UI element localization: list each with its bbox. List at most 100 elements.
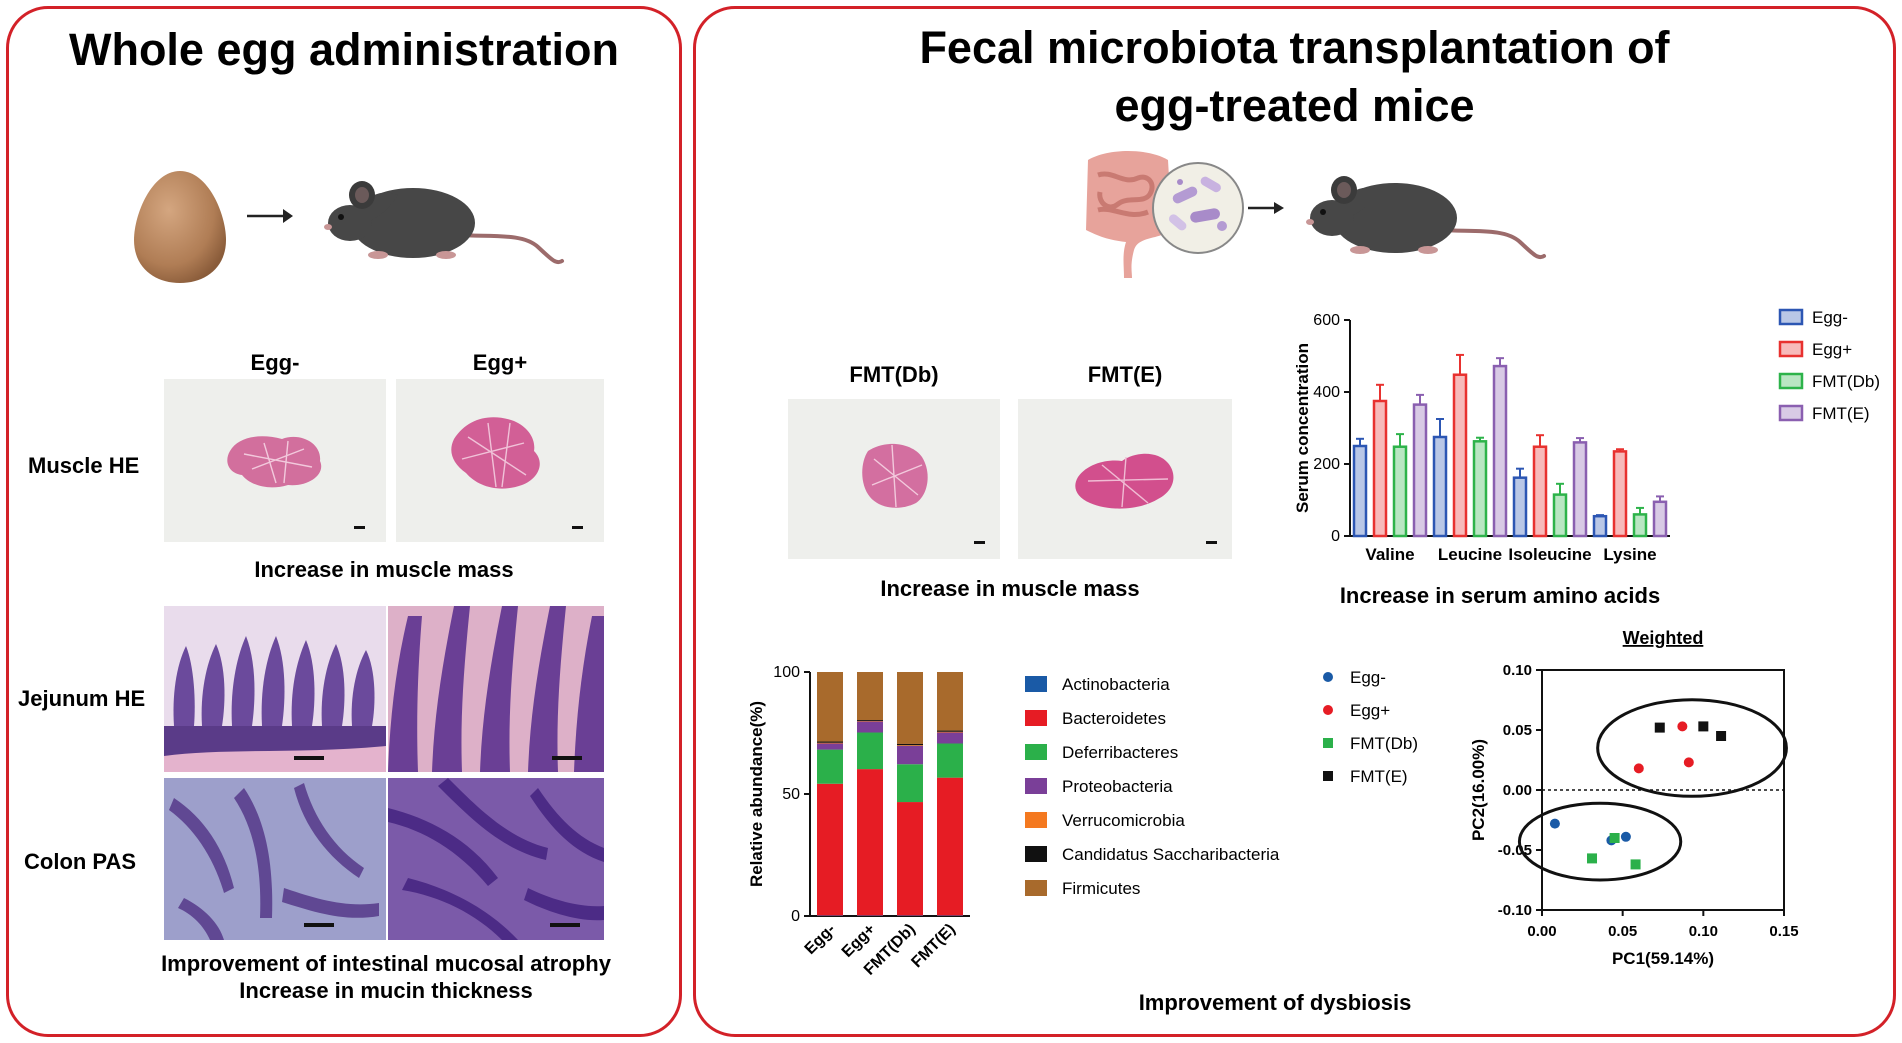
segment-deferribacteres-fmt-db <box>897 764 923 803</box>
bar-egg-leucine <box>1432 435 1448 538</box>
segment-proteobacteria-fmt-e <box>937 732 963 744</box>
y-tick-label: 400 <box>1313 384 1340 401</box>
mouse-icon <box>324 181 564 265</box>
bar-fmt-db-isoleucine <box>1552 493 1568 538</box>
right-title-line-1: Fecal microbiota transplantation of <box>919 22 1670 73</box>
x-tick-label: Isoleucine <box>1508 545 1591 564</box>
legend-label-egg: Egg+ <box>1812 340 1852 359</box>
bar-egg-isoleucine <box>1512 476 1528 538</box>
x-tick-label: 0.05 <box>1608 923 1637 940</box>
x-tick-label: FMT(E) <box>908 921 958 971</box>
muscle-he-fmt-db-image <box>788 399 1000 559</box>
bar-fmt-e-lysine <box>1652 500 1668 538</box>
bar-fmt-e-isoleucine <box>1572 441 1588 538</box>
y-tick-label: 0.00 <box>1503 782 1532 799</box>
y-axis-label: PC2(16.00%) <box>1469 739 1488 841</box>
egg-icon <box>134 171 226 283</box>
segment-verrucomicrobia-fmt-e <box>937 731 963 733</box>
y-tick-label: 0 <box>791 908 800 925</box>
bar-egg-valine <box>1372 399 1388 538</box>
segment-proteobacteria-egg <box>857 721 883 733</box>
legend-swatch-actinobacteria <box>1025 676 1047 692</box>
jejunum-he-egg-plus-image <box>388 606 604 772</box>
fmt-label-e: FMT(E) <box>1087 362 1163 387</box>
point-egg <box>1620 831 1631 842</box>
segment-firmicutes-egg <box>857 672 883 721</box>
y-tick-label: -0.10 <box>1498 902 1532 919</box>
arrow-icon <box>247 209 293 223</box>
segment-verrucomicrobia-fmt-db <box>897 745 923 746</box>
segment-candidatus-saccharibacteria-fmt-e <box>937 730 963 732</box>
fmt-label-db: FMT(Db) <box>849 362 939 387</box>
col-label-egg-plus: Egg+ <box>472 350 528 375</box>
muscle-he-egg-plus-image <box>396 379 604 542</box>
colon-pas-egg-plus-image <box>388 778 604 940</box>
segment-firmicutes-egg <box>817 672 843 742</box>
legend-swatch-egg <box>1778 308 1804 326</box>
mouse-icon <box>1306 176 1546 260</box>
segment-deferribacteres-egg <box>817 749 843 784</box>
segment-firmicutes-fmt-db <box>897 672 923 744</box>
bar-egg-lysine <box>1612 450 1628 538</box>
left-panel <box>6 6 682 1037</box>
legend-label-proteobacteria: Proteobacteria <box>1062 777 1173 796</box>
left-caption-mucosa-1: Improvement of intestinal mucosal atroph… <box>161 951 611 976</box>
bar-egg-isoleucine <box>1532 445 1548 538</box>
legend-marker-fmt-db <box>1323 738 1333 748</box>
bar-fmt-db-valine <box>1392 445 1408 538</box>
segment-bacteroidetes-fmt-db <box>897 802 923 916</box>
legend-swatch-deferribacteres <box>1025 744 1047 760</box>
col-label-egg-minus: Egg- <box>250 350 300 375</box>
row-label-jejunum-he: Jejunum HE <box>18 686 146 711</box>
bar-egg-lysine <box>1592 514 1608 538</box>
segment-verrucomicrobia-egg <box>817 742 843 744</box>
bar-fmt-db-leucine <box>1472 440 1488 538</box>
point-egg <box>1677 721 1688 732</box>
y-tick-label: 0.05 <box>1503 722 1532 739</box>
segment-proteobacteria-fmt-db <box>897 745 923 765</box>
legend-swatch-bacteroidetes <box>1025 710 1047 726</box>
bar-fmt-e-valine <box>1412 403 1428 538</box>
x-tick-label: 0.00 <box>1527 923 1556 940</box>
right-caption-serum: Increase in serum amino acids <box>1339 583 1661 608</box>
x-tick-label: Lysine <box>1603 545 1656 564</box>
point-egg <box>1549 818 1560 829</box>
legend-label-actinobacteria: Actinobacteria <box>1062 675 1170 694</box>
row-label-muscle-he: Muscle HE <box>28 453 140 478</box>
colon-pas-egg-minus-image <box>164 778 386 940</box>
bar-egg-valine <box>1352 444 1368 538</box>
x-tick-label: Valine <box>1365 545 1414 564</box>
point-fmt-e <box>1654 722 1665 733</box>
legend-swatch-proteobacteria <box>1025 778 1047 794</box>
point-egg <box>1633 763 1644 774</box>
legend-marker-egg <box>1323 672 1333 682</box>
point-fmt-db <box>1609 833 1620 843</box>
right-panel <box>693 6 1896 1037</box>
legend-label-firmicutes: Firmicutes <box>1062 879 1140 898</box>
legend-label-egg: Egg+ <box>1350 701 1390 720</box>
legend-label-verrucomicrobia: Verrucomicrobia <box>1062 811 1185 830</box>
row-label-colon-pas: Colon PAS <box>24 849 137 874</box>
x-tick-label: Leucine <box>1438 545 1502 564</box>
y-tick-label: 600 <box>1313 312 1340 329</box>
legend-label-fmt-db: FMT(Db) <box>1812 372 1880 391</box>
legend-swatch-fmt-e <box>1778 404 1804 422</box>
point-fmt-e <box>1716 731 1727 741</box>
y-tick-label: 200 <box>1313 456 1340 473</box>
legend-label-candidatus-saccharibacteria: Candidatus Saccharibacteria <box>1062 845 1280 864</box>
segment-bacteroidetes-fmt-e <box>937 777 963 916</box>
left-caption-muscle: Increase in muscle mass <box>254 557 514 582</box>
segment-deferribacteres-egg <box>857 732 883 770</box>
bar-egg-leucine <box>1452 373 1468 538</box>
legend-marker-fmt-e <box>1323 771 1333 781</box>
segment-candidatus-saccharibacteria-egg <box>857 720 883 722</box>
legend-label-egg: Egg- <box>1812 308 1848 327</box>
y-axis-label: Relative abundance(%) <box>747 701 766 887</box>
right-title-line-2: egg-treated mice <box>1114 80 1475 131</box>
segment-candidatus-saccharibacteria-egg <box>817 741 843 743</box>
point-egg <box>1683 757 1694 768</box>
legend-swatch-firmicutes <box>1025 880 1047 896</box>
legend-label-fmt-e: FMT(E) <box>1350 767 1408 786</box>
segment-firmicutes-fmt-e <box>937 672 963 731</box>
